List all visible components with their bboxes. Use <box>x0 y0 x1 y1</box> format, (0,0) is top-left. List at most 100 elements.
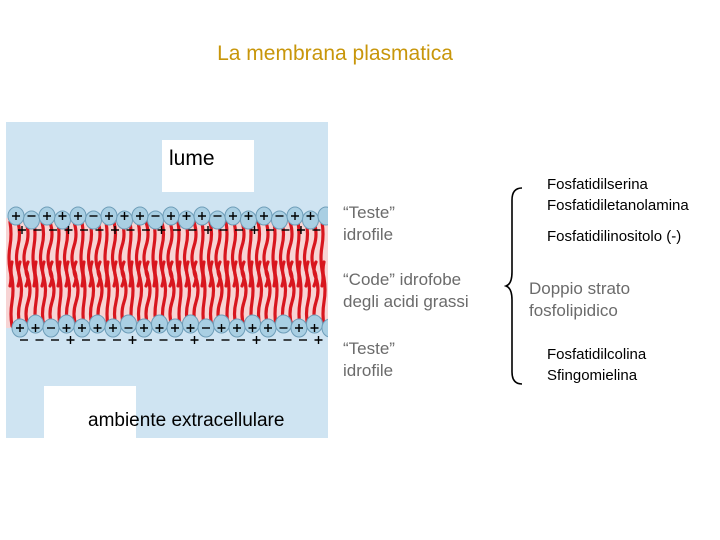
fatty-acid-tail <box>280 260 288 328</box>
plus-sign <box>250 226 259 234</box>
tails-label-2: degli acidi grassi <box>343 292 469 311</box>
tails-label-1: “Code” idrofobe <box>343 270 462 289</box>
fatty-acid-tail <box>9 260 15 328</box>
phospholipid-head <box>209 210 226 230</box>
bilayer-brace <box>504 187 523 385</box>
plus-sign <box>217 324 226 332</box>
phospholipid-head <box>271 210 288 230</box>
plus-sign <box>310 324 319 332</box>
plus-sign <box>233 324 241 332</box>
plus-sign <box>157 226 166 234</box>
plus-sign <box>171 324 179 332</box>
fatty-acid-tail <box>48 260 56 328</box>
plus-sign <box>295 324 303 332</box>
bilayer-label-1: Doppio strato <box>529 279 631 298</box>
extracellular-label-box <box>44 386 136 446</box>
plus-sign <box>198 212 206 220</box>
fatty-acid-tail <box>288 260 296 328</box>
hydrophobic-core <box>6 218 328 328</box>
fatty-acid-tail <box>177 260 183 328</box>
fatty-acid-tail <box>144 260 152 328</box>
plus-sign <box>66 336 75 344</box>
plus-sign <box>297 226 305 234</box>
plus-sign <box>16 324 24 332</box>
fatty-acid-tail <box>105 260 111 328</box>
fatty-acid-tail <box>136 260 144 328</box>
heads-top-label-2: idrofile <box>343 225 394 244</box>
plus-sign <box>291 212 299 220</box>
charge-signs <box>12 212 323 344</box>
extracellular-label: ambiente extracellulare <box>88 410 285 431</box>
plus-sign <box>111 226 119 234</box>
phospholipid-head <box>85 210 102 230</box>
fatty-acid-tail <box>264 260 272 328</box>
fatty-acid-tail <box>72 260 80 328</box>
fatty-acid-tail <box>64 260 72 328</box>
plus-sign <box>18 226 26 234</box>
fatty-acid-tail <box>192 260 200 328</box>
plus-sign <box>78 324 86 332</box>
fatty-acid-tail <box>312 260 320 328</box>
plus-sign <box>31 324 40 332</box>
phospholipid-head <box>120 314 137 334</box>
fatty-acid-tail <box>232 260 240 328</box>
fatty-acid-tail <box>160 260 168 328</box>
fatty-acid-tail <box>57 260 63 328</box>
plus-sign <box>140 324 148 332</box>
lipid-outer-1: Fosfatidilserina <box>547 176 648 193</box>
fatty-acid-tail <box>129 260 135 328</box>
fatty-acid-tail <box>16 260 24 328</box>
plus-sign <box>155 324 164 332</box>
page-title: La membrana plasmatica <box>217 42 453 65</box>
plus-sign <box>314 336 323 344</box>
fatty-acid-tail <box>208 260 216 328</box>
fatty-acid-tail <box>184 260 192 328</box>
plus-sign <box>74 212 82 220</box>
phospholipid-head <box>321 318 328 338</box>
lume-label: lume <box>169 147 215 170</box>
lipid-outer-3: Fosfatidilinositolo (-) <box>547 228 682 245</box>
fatty-acid-tail <box>304 260 312 328</box>
fatty-acid-tail <box>225 260 231 328</box>
plus-sign <box>12 212 20 220</box>
plus-sign <box>120 212 129 220</box>
fatty-acid-tail <box>88 260 96 328</box>
plus-sign <box>136 212 144 220</box>
fatty-acid-tail <box>256 260 264 328</box>
heads-bottom-label-2: idrofile <box>343 361 394 380</box>
lipid-inner-1: Fosfatidilcolina <box>547 346 647 363</box>
heads-top-label-1: “Teste” <box>343 203 395 222</box>
bilayer-label-2: fosfolipidico <box>529 301 618 320</box>
plus-sign <box>128 336 137 344</box>
fatty-acid-tail <box>168 260 176 328</box>
plus-sign <box>244 212 253 220</box>
plus-sign <box>252 336 261 344</box>
phospholipid-head <box>23 210 40 230</box>
plus-sign <box>64 226 73 234</box>
fatty-acid-tail <box>33 260 39 328</box>
fatty-acid-tail <box>273 260 279 328</box>
lipid-inner-2: Sfingomielina <box>547 367 638 384</box>
phospholipid-head <box>275 314 292 334</box>
lipid-outer-2: Fosfatidiletanolamina <box>547 197 689 214</box>
fatty-acid-tail <box>201 260 207 328</box>
fatty-acid-tail <box>153 260 159 328</box>
fatty-acid-tail <box>96 260 104 328</box>
phospholipid-head <box>317 206 328 226</box>
plus-sign <box>264 324 272 332</box>
fatty-acid-tails <box>7 220 327 328</box>
fatty-acid-tail <box>120 260 128 328</box>
plus-sign <box>93 324 102 332</box>
fatty-acid-tail <box>24 260 32 328</box>
plus-sign <box>167 212 175 220</box>
plus-sign <box>229 212 237 220</box>
fatty-acid-tail <box>240 260 248 328</box>
plus-sign <box>186 324 195 332</box>
fatty-acid-tail <box>81 260 87 328</box>
heads-bottom-label-1: “Teste” <box>343 339 395 358</box>
plus-sign <box>204 226 212 234</box>
fatty-acid-tail <box>321 260 327 328</box>
plus-sign <box>260 212 268 220</box>
plus-sign <box>43 212 51 220</box>
plus-sign <box>109 324 117 332</box>
